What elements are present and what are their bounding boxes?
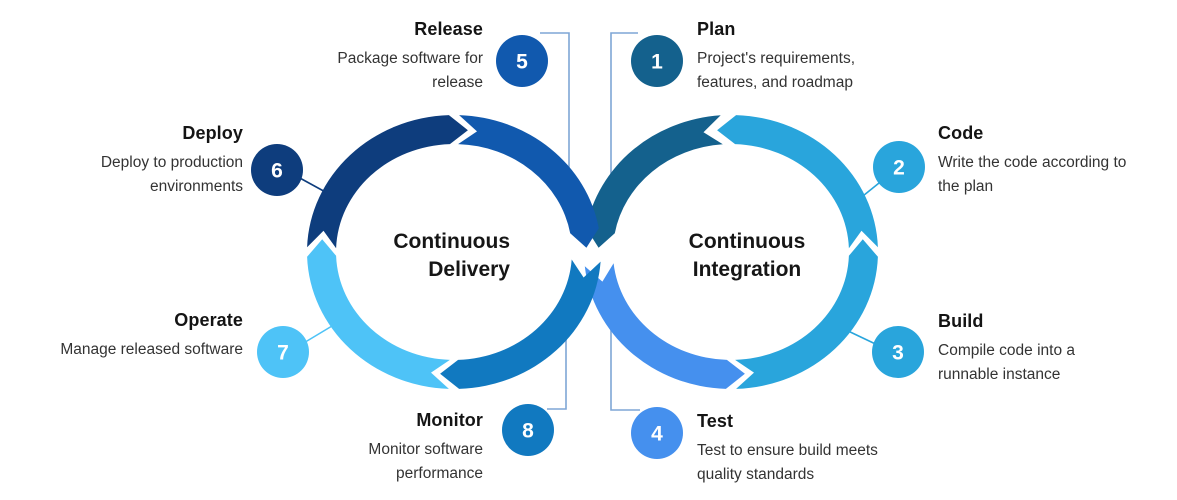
step-desc-build: Compile code into a runnable instance <box>938 342 1075 383</box>
step-title-operate: Operate <box>174 310 243 330</box>
left-loop-title-line2: Delivery <box>428 258 510 281</box>
step-title-monitor: Monitor <box>416 410 483 430</box>
step-number-circle-release <box>496 35 548 87</box>
step-desc-operate: Manage released software <box>60 341 243 358</box>
step-number-code: 2 <box>893 157 905 180</box>
right-loop-title: Continuous Integration <box>622 228 872 284</box>
step-title-release: Release <box>414 19 483 39</box>
step-desc-code: Write the code according to the plan <box>938 154 1127 195</box>
arc-segment-code <box>717 115 878 249</box>
step-number-monitor: 8 <box>522 420 534 443</box>
step-number-circle-plan <box>631 35 683 87</box>
step-desc-monitor: Monitor software performance <box>368 441 483 482</box>
step-desc-plan: Project's requirements, features, and ro… <box>697 50 856 91</box>
step-block-code: Code Write the code according to the pla… <box>938 120 1143 199</box>
step-number-circle-operate <box>257 326 309 378</box>
step-number-deploy: 6 <box>271 160 283 183</box>
arc-segment-deploy <box>307 115 468 249</box>
step-block-test: Test Test to ensure build meets quality … <box>697 408 912 487</box>
right-loop-title-line2: Integration <box>692 258 802 281</box>
step-block-release: Release Package software for release <box>313 16 483 95</box>
step-number-test: 4 <box>651 423 663 446</box>
right-loop-title-line1: Continuous <box>688 230 806 253</box>
step-number-build: 3 <box>892 342 904 365</box>
arc-segment-monitor <box>440 259 601 389</box>
arc-segment-test <box>584 263 745 389</box>
step-desc-test: Test to ensure build meets quality stand… <box>697 442 878 483</box>
step-number-circle-test <box>631 407 683 459</box>
step-block-deploy: Deploy Deploy to production environments <box>73 120 243 199</box>
step-number-circle-build <box>872 326 924 378</box>
connector-plan <box>610 32 638 226</box>
step-title-test: Test <box>697 411 734 431</box>
arc-segment-build <box>735 239 878 389</box>
step-block-plan: Plan Project's requirements, features, a… <box>697 16 907 95</box>
step-title-build: Build <box>938 311 984 331</box>
step-number-release: 5 <box>516 51 528 74</box>
step-number-circle-deploy <box>251 144 303 196</box>
step-block-build: Build Compile code into a runnable insta… <box>938 308 1118 387</box>
step-block-operate: Operate Manage released software <box>0 307 243 362</box>
arc-segment-plan <box>586 115 723 248</box>
step-block-monitor: Monitor Monitor software performance <box>343 407 483 486</box>
step-number-plan: 1 <box>651 51 663 74</box>
arc-segment-operate <box>307 239 450 389</box>
step-number-circle-monitor <box>502 404 554 456</box>
step-desc-release: Package software for release <box>337 50 483 91</box>
left-loop-title: Continuous Delivery <box>260 228 510 284</box>
connector-release <box>540 32 570 221</box>
step-title-code: Code <box>938 123 984 143</box>
step-number-operate: 7 <box>277 342 289 365</box>
step-title-plan: Plan <box>697 19 736 39</box>
arc-segment-release <box>458 115 599 248</box>
left-loop-title-line1: Continuous <box>393 230 510 253</box>
step-title-deploy: Deploy <box>182 123 243 143</box>
step-desc-deploy: Deploy to production environments <box>100 154 243 195</box>
step-number-circle-code <box>873 141 925 193</box>
